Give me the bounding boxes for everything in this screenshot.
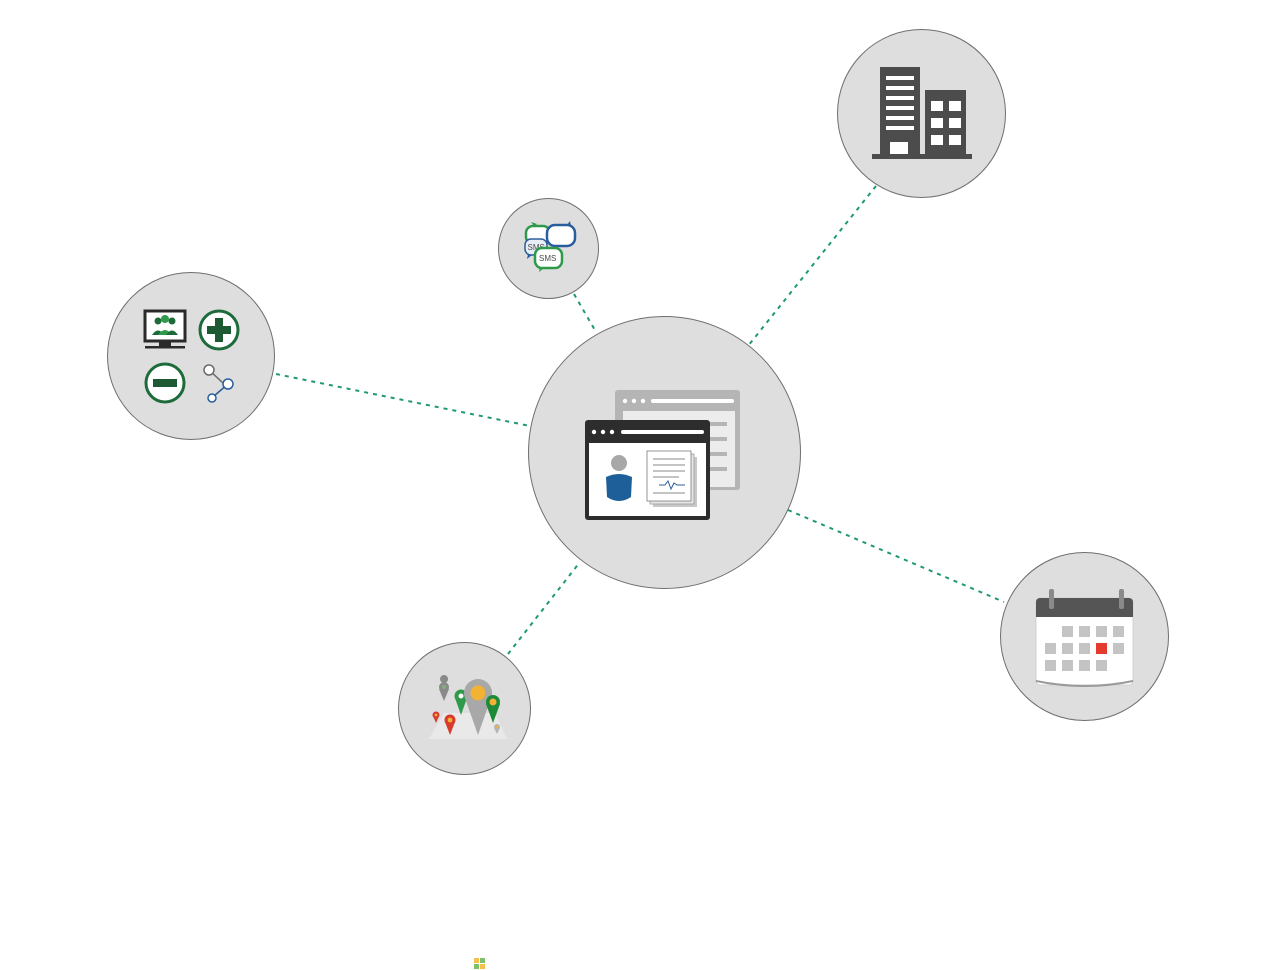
connector-map: [507, 561, 581, 655]
sms-label-2: SMS: [539, 254, 556, 263]
calendar-node[interactable]: [1000, 552, 1169, 721]
tools-node[interactable]: [107, 272, 275, 440]
patient-portal-icon: [585, 390, 740, 520]
connector-building: [747, 185, 877, 347]
sms-node[interactable]: SMS SMS: [498, 198, 599, 299]
calendar-icon: [1035, 589, 1134, 687]
map-node[interactable]: [398, 642, 531, 775]
connector-calendar: [787, 509, 1005, 603]
building-node[interactable]: [837, 29, 1006, 198]
remove-icon: [144, 362, 186, 404]
sms-label-1: SMS: [528, 243, 545, 252]
add-icon: [198, 309, 240, 351]
connector-sms: [573, 293, 597, 333]
map-location-pins-icon: [429, 675, 507, 739]
office-building-icon: [872, 67, 972, 159]
hub-node[interactable]: [528, 316, 801, 589]
sms-chat-bubbles-icon: SMS SMS: [524, 221, 577, 272]
share-icon: [203, 364, 234, 403]
group-monitor-icon: [143, 309, 187, 349]
connector-tools: [275, 373, 531, 427]
group-monitor-add-remove-share-icons: [143, 309, 240, 404]
logo-mark-icon: [474, 958, 485, 969]
